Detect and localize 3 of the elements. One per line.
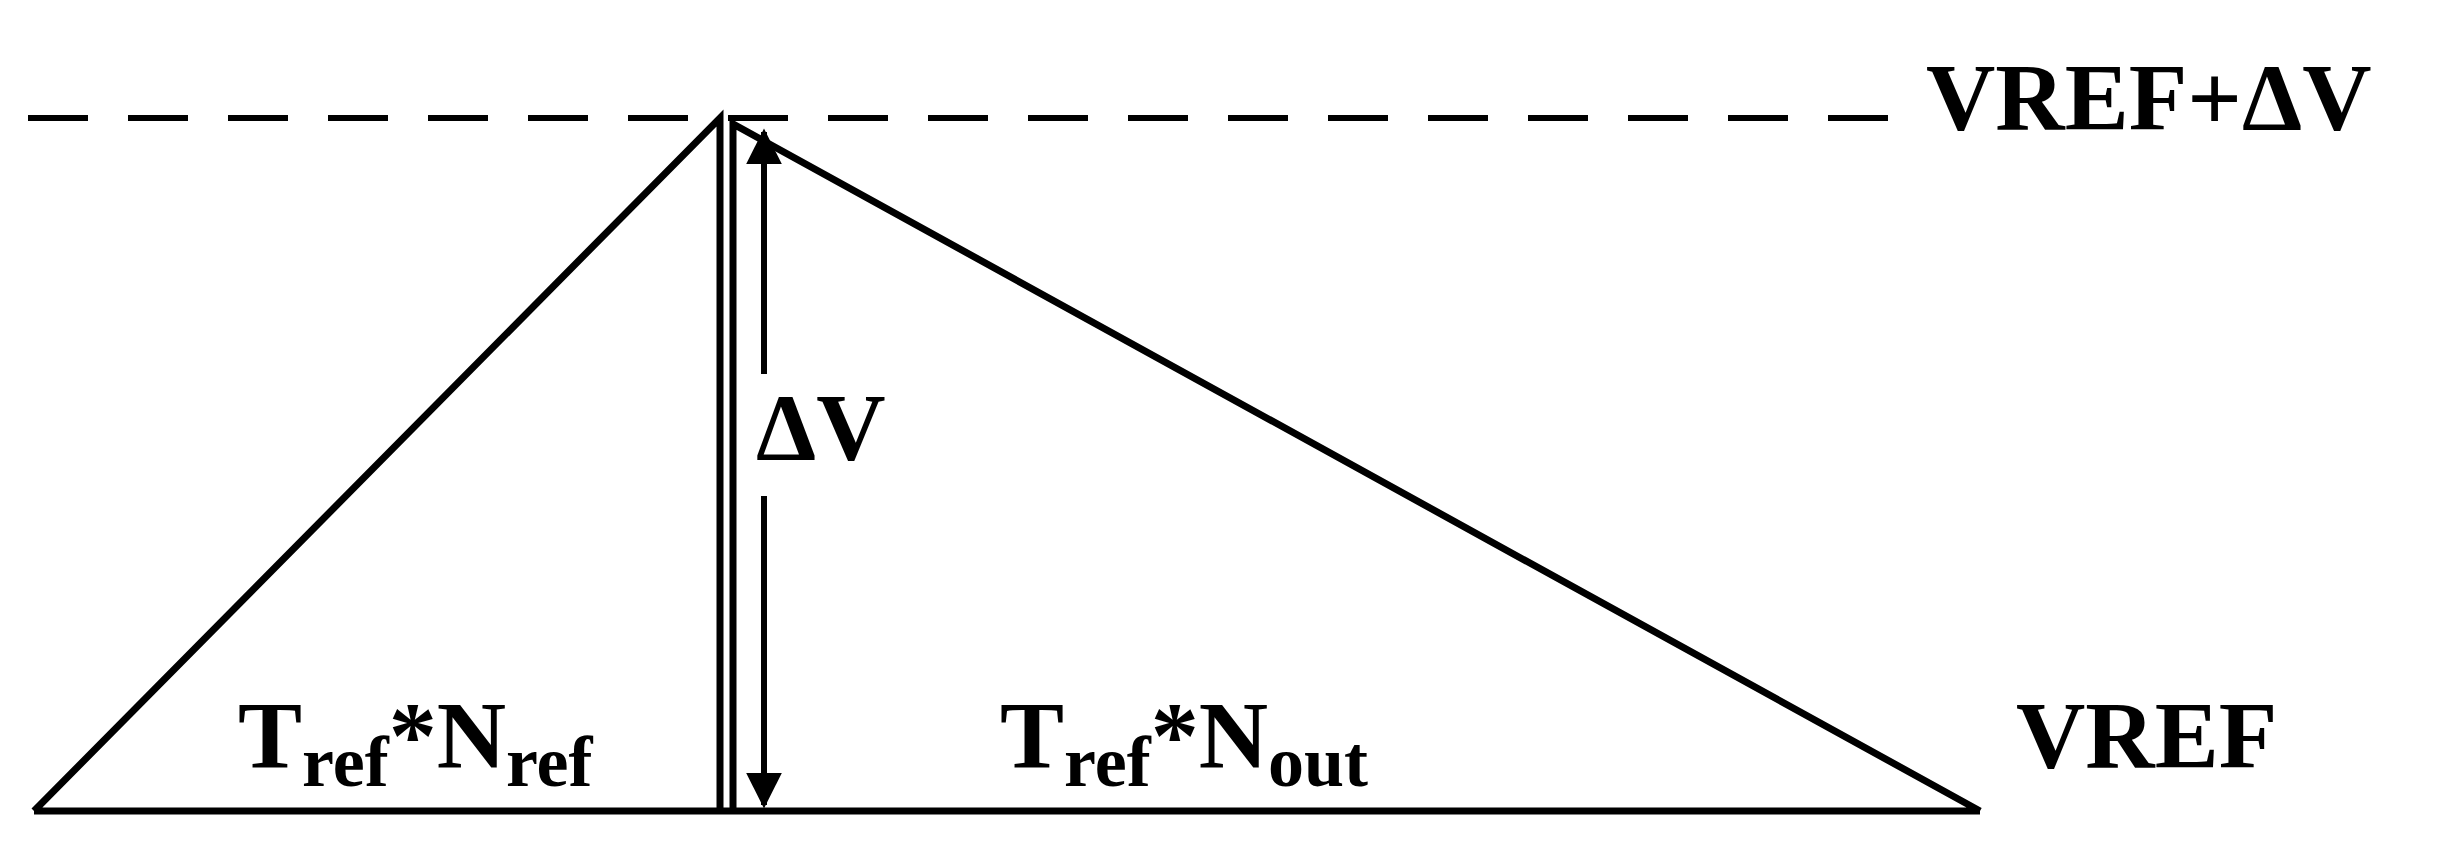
axis-label: VREF [2016,688,2278,784]
axis-label: VREF+ΔV [1926,50,2372,146]
axis-label: ΔV [756,380,886,476]
